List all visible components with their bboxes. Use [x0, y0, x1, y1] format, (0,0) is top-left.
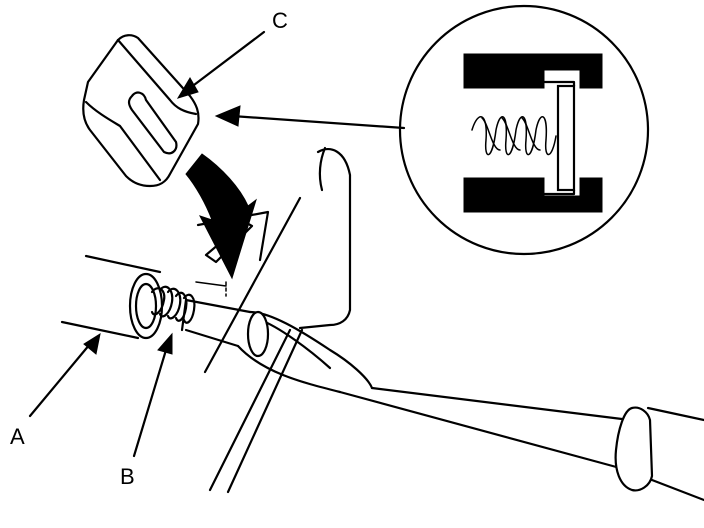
- spring-b: [150, 285, 196, 324]
- label-b: B: [120, 464, 135, 489]
- insertion-arrow: [185, 153, 257, 280]
- leader-lines: [28, 30, 266, 458]
- rod-a: [60, 254, 164, 340]
- screwdriver: [180, 298, 704, 502]
- detail-arrow: [214, 105, 406, 130]
- detail-view: [398, 4, 650, 256]
- label-a: A: [10, 424, 25, 449]
- label-c: C: [272, 8, 288, 33]
- clip-c: [82, 34, 200, 188]
